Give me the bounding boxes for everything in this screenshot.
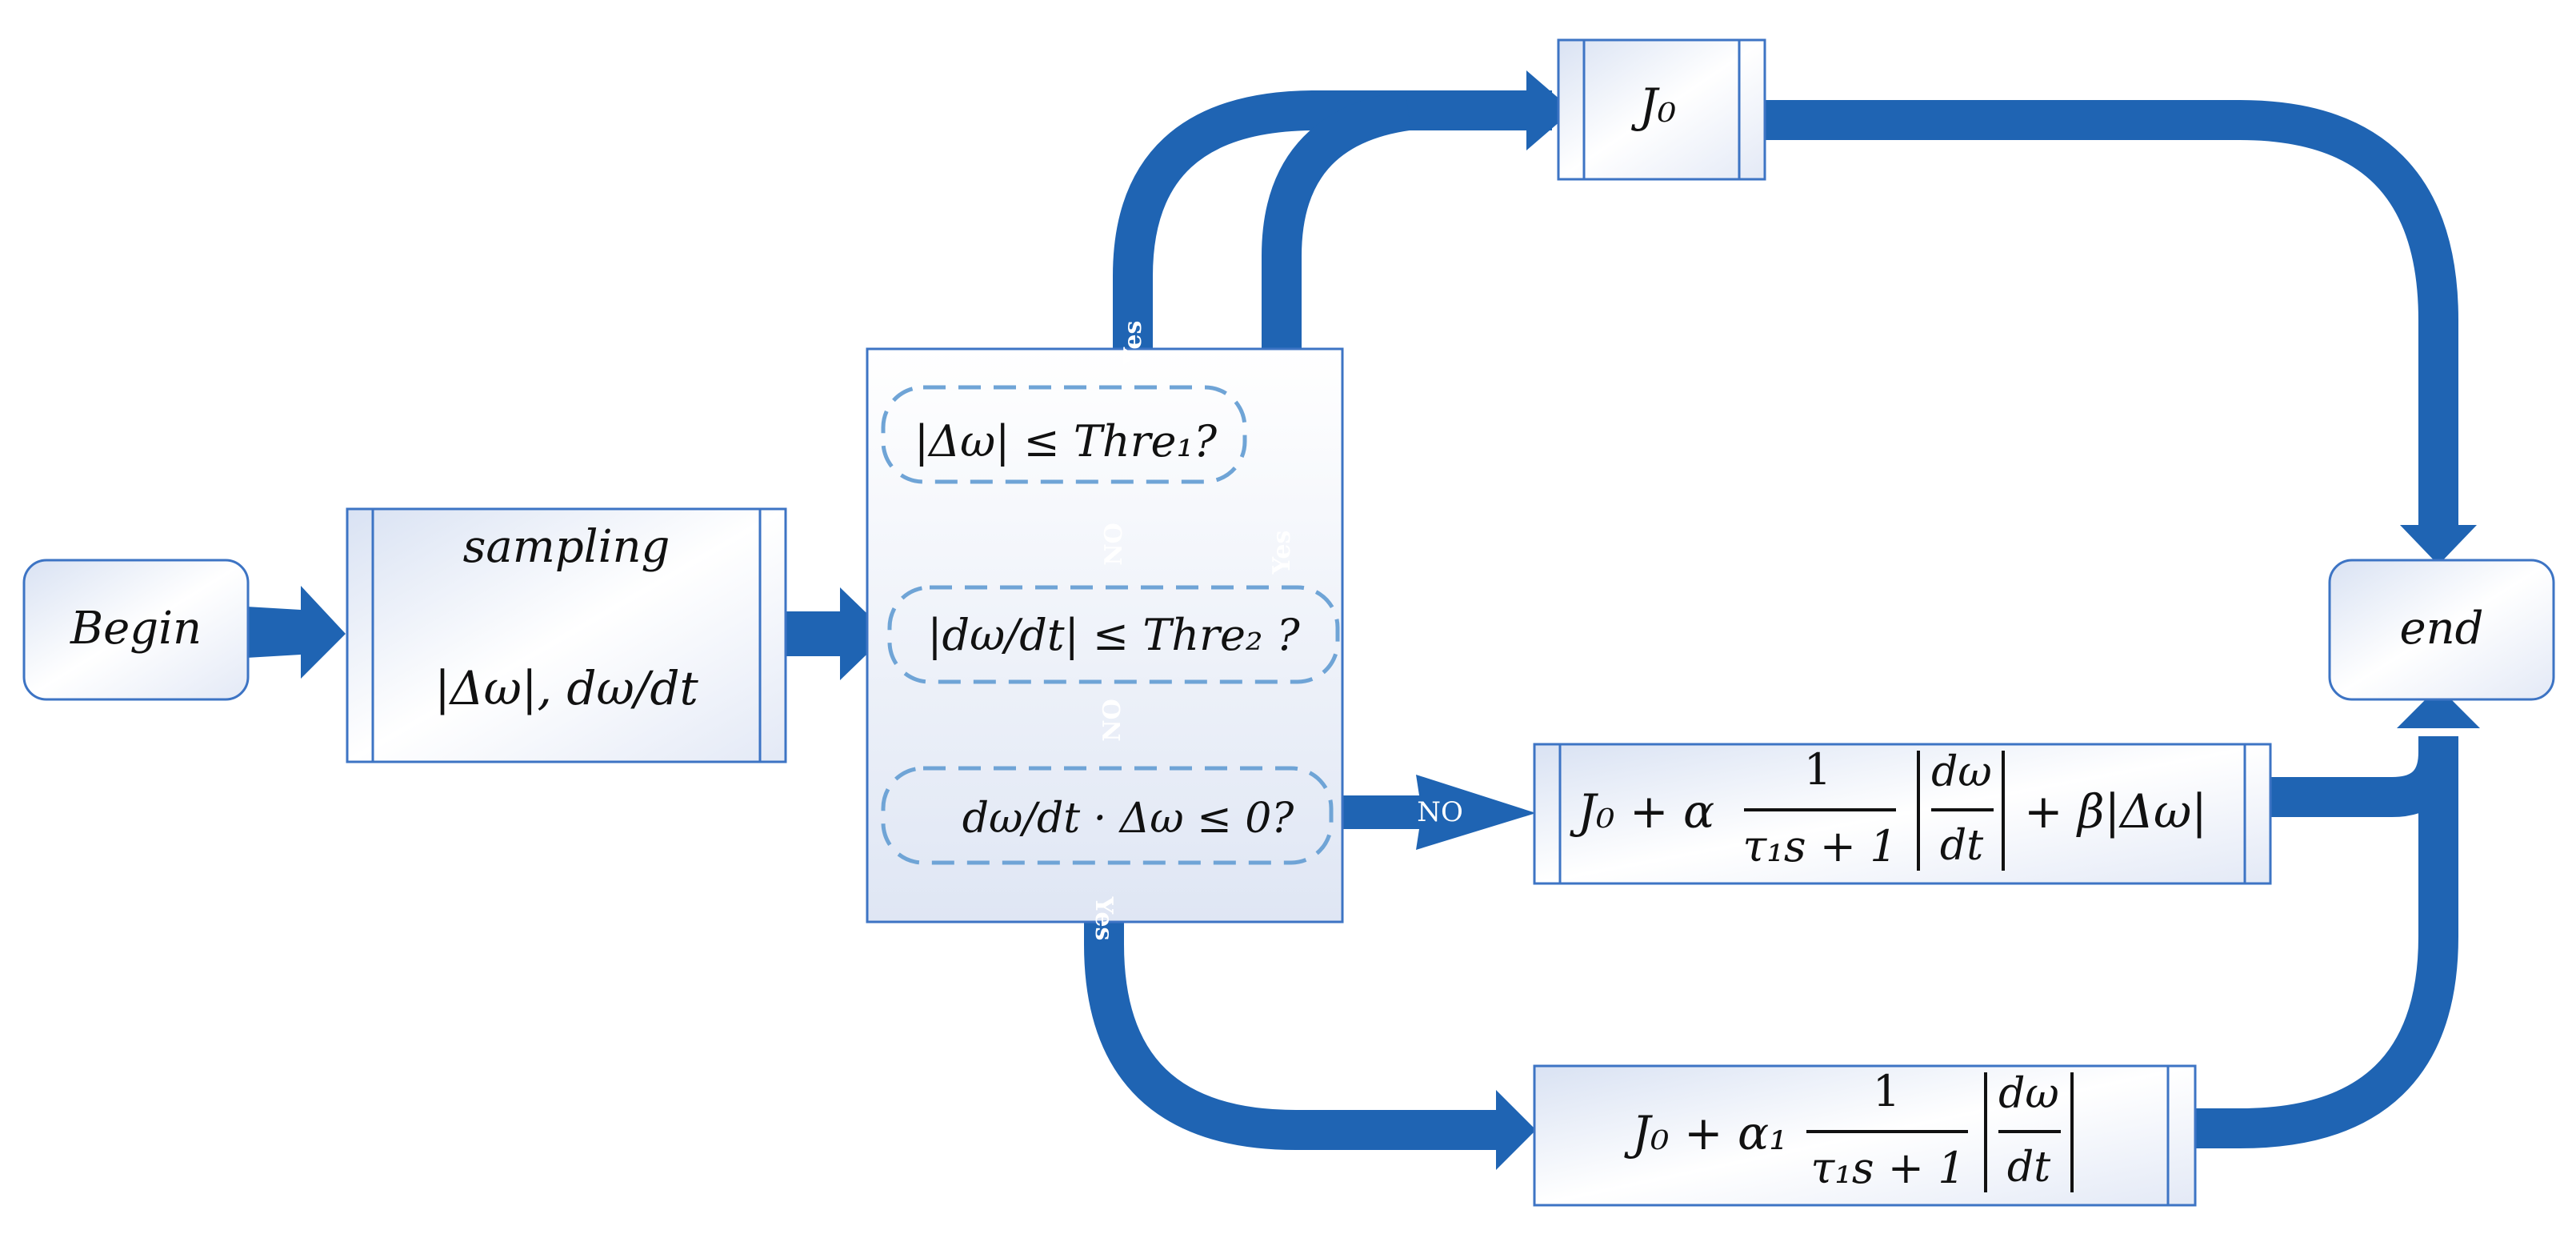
arrowhead-into-end-bottom (2397, 687, 2480, 728)
formula-mid-tail: + β|Δω| (2024, 784, 2207, 839)
edge-labels: Yes Yes Yes NO NO NO (1090, 321, 1463, 941)
condition-2-label: |dω/dt| ≤ Thre₂ ? (927, 610, 1300, 660)
connector-cond3-yes-to-formula-bot (1084, 858, 1512, 1150)
end-label: end (2399, 603, 2483, 655)
arrowheads (1496, 70, 2480, 1170)
formula-bot-abs-numerator: dω (1998, 1070, 2059, 1118)
formula-bot-numerator: 1 (1873, 1066, 1900, 1116)
formula-bot-denominator: τ₁s + 1 (1810, 1143, 1965, 1193)
decision-block: |Δω| ≤ Thre₁? |dω/dt| ≤ Thre₂ ? dω/dt · … (866, 347, 1344, 923)
condition-3-label: dω/dt · Δω ≤ 0? (962, 795, 1295, 843)
curved-connectors (1084, 90, 2458, 1150)
arrowhead-into-end-top (2400, 525, 2477, 565)
edge-label-no-cond1: NO (1100, 523, 1128, 566)
formula-mid-node: J₀ + α 1 τ₁s + 1 dω dt + β|Δω| (1533, 743, 2272, 885)
sampling-node: sampling |Δω|, dω/dt (346, 507, 787, 763)
condition-1-label: |Δω| ≤ Thre₁? (914, 416, 1218, 467)
j0-label: J₀ (1631, 78, 1677, 133)
arrow-begin-to-sampling (246, 586, 346, 679)
connector-formula-bot-to-end (2196, 736, 2458, 1148)
edge-label-yes-cond1: Yes (1119, 321, 1147, 366)
edge-label-no-cond2: NO (1098, 699, 1126, 742)
condition-3-frame (881, 766, 1334, 865)
begin-node: Begin (22, 559, 250, 701)
arrowhead-into-formula-bot (1496, 1090, 1536, 1170)
formula-mid-abs-numerator: dω (1931, 748, 1992, 796)
connector-j0-to-end (1752, 100, 2458, 528)
condition-2-frame (887, 585, 1340, 684)
formula-bot-lead: J₀ + α₁ (1624, 1106, 1787, 1160)
arrow-cond3-to-formula-mid (1328, 775, 1536, 850)
formula-mid-denominator: τ₁s + 1 (1742, 821, 1897, 871)
formula-mid-lead: J₀ + α (1570, 784, 1714, 839)
j0-node: J₀ (1557, 38, 1766, 181)
sampling-title: sampling (463, 521, 670, 573)
sampling-variables: |Δω|, dω/dt (434, 661, 698, 715)
connector-cond2-yes-to-j0 (1262, 90, 1411, 610)
edge-label-yes-cond2: Yes (1268, 531, 1296, 575)
arrow-sampling-to-decision (784, 587, 888, 680)
condition-1-frame (881, 385, 1247, 484)
edge-label-yes-cond3: Yes (1090, 896, 1118, 941)
edge-label-no-cond3: NO (1417, 796, 1463, 828)
formula-mid-numerator: 1 (1804, 744, 1831, 795)
formula-mid-abs-denominator: dt (1940, 822, 1983, 870)
formula-bot-abs-denominator: dt (2007, 1144, 2050, 1192)
begin-label: Begin (70, 603, 202, 655)
formula-bottom-node: J₀ + α₁ 1 τ₁s + 1 dω dt (1533, 1064, 2197, 1207)
connector-formula-mid-to-end (2258, 736, 2458, 817)
arrowhead-into-j0 (1526, 70, 1573, 150)
end-node: end (2328, 559, 2555, 701)
connector-cond1-yes-to-j0 (1113, 90, 1552, 392)
